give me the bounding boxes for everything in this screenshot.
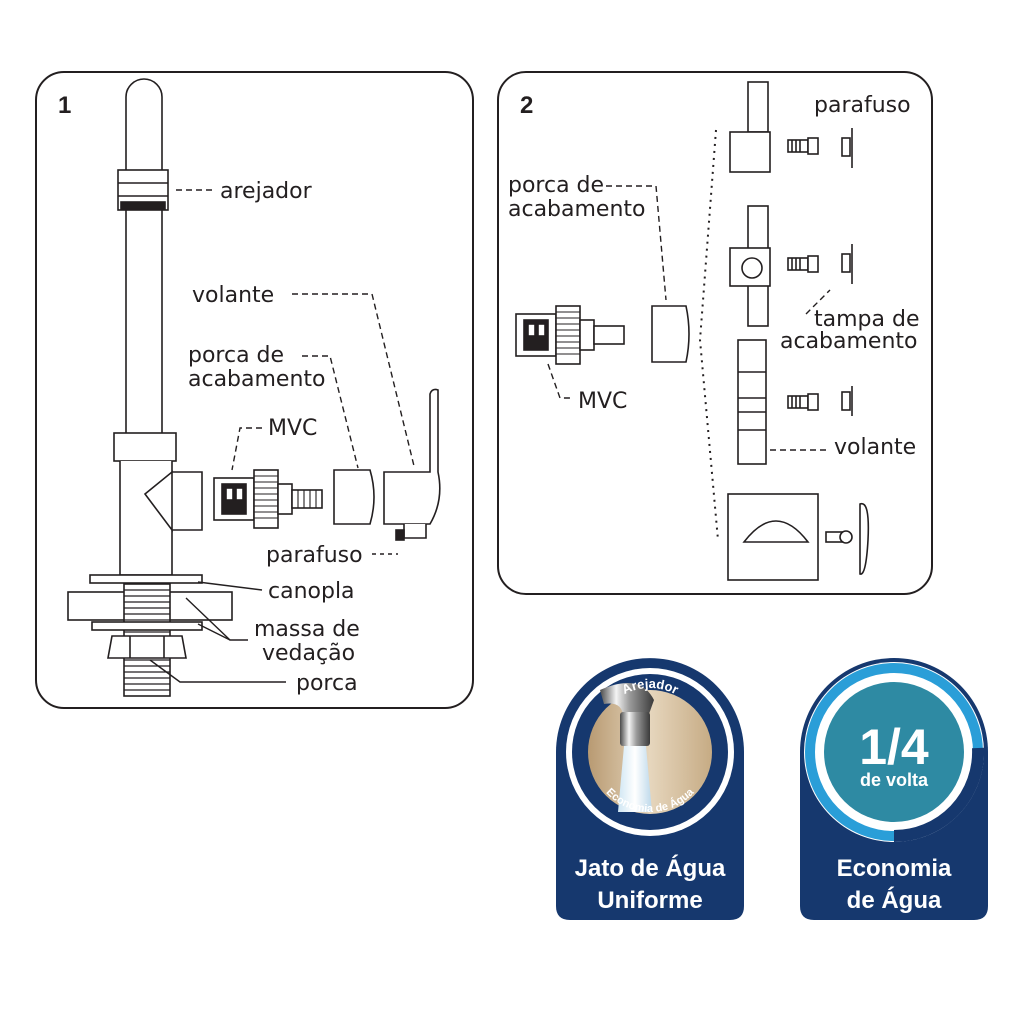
label-porca: porca [296, 671, 358, 696]
panel-2-frame [497, 71, 933, 595]
label-parafuso: parafuso [266, 543, 363, 568]
panel-2-dotted [698, 129, 719, 541]
badge1-line1: Jato de Água [575, 854, 726, 882]
badge-1-4-volta: 1/4 de volta Economia de Água [800, 658, 988, 920]
label-volante-2: volante [834, 435, 916, 460]
badge2-small: de volta [860, 770, 929, 790]
label-porca-acabamento-2b: acabamento [508, 197, 646, 222]
label-mvc: MVC [268, 416, 317, 441]
badge1-line2: Uniforme [597, 887, 702, 914]
label-porca-acabamento-1: porca de [188, 343, 284, 368]
badge2-line1: Economia [837, 855, 952, 882]
faucet-drawing [67, 78, 441, 697]
label-tampa-de: tampa de [814, 307, 919, 332]
aerator-photo [588, 690, 712, 814]
panel-1: 1 [35, 71, 474, 709]
label-mvc-2: MVC [578, 389, 627, 414]
panel-2-leaders [547, 185, 831, 451]
panel-1-labels: arejador volante porca de acabamento MVC… [188, 179, 363, 696]
panel-2-number: 2 [520, 92, 533, 119]
screw-icons [787, 137, 853, 544]
cap-icons [841, 128, 870, 575]
label-arejador: arejador [220, 179, 313, 204]
label-parafuso-2: parafuso [814, 93, 911, 118]
label-volante: volante [192, 283, 274, 308]
quarter-turn-arc [893, 747, 985, 843]
panel-1-number: 1 [58, 92, 71, 119]
label-massa-de: massa de [254, 617, 360, 642]
panel-1-leaders [149, 189, 415, 683]
badge-arejador: Arejador Economia de Água Jato de Água U… [556, 658, 744, 920]
badge2-big: 1/4 [859, 719, 929, 775]
panel-2-labels: parafuso porca de acabamento tampa de ac… [508, 93, 919, 460]
label-porca-acabamento-2: acabamento [188, 367, 326, 392]
label-canopla: canopla [268, 579, 355, 604]
label-tampa-acabamento: acabamento [780, 329, 918, 354]
label-porca-acabamento-2a: porca de [508, 173, 604, 198]
panel-2-parts [515, 81, 870, 581]
panel-2: 2 [497, 71, 933, 595]
badge2-line2: de Água [847, 886, 942, 914]
label-vedacao: vedação [262, 641, 355, 666]
